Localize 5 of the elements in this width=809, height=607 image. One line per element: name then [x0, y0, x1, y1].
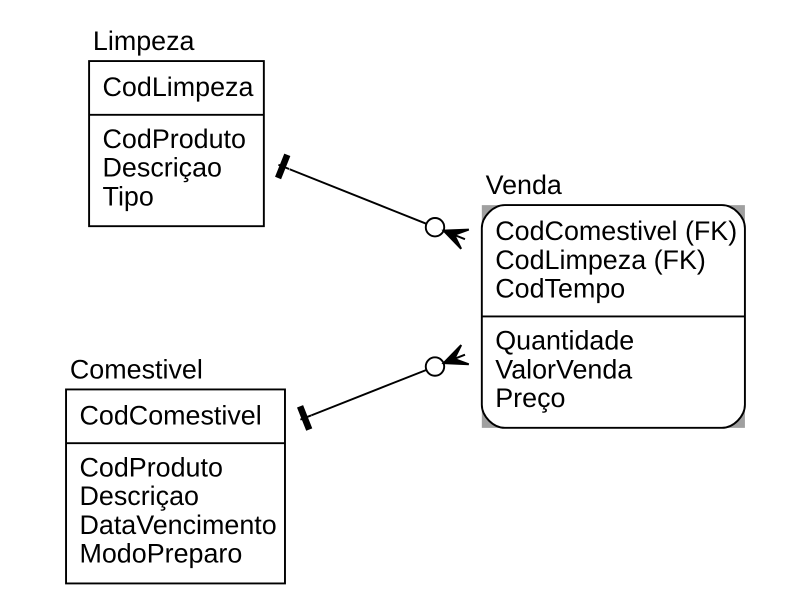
connector	[296, 344, 470, 431]
connector	[274, 154, 470, 250]
node-label: Venda	[485, 170, 562, 200]
node-label: Limpeza	[92, 26, 194, 56]
node-label: Comestivel	[69, 354, 202, 384]
